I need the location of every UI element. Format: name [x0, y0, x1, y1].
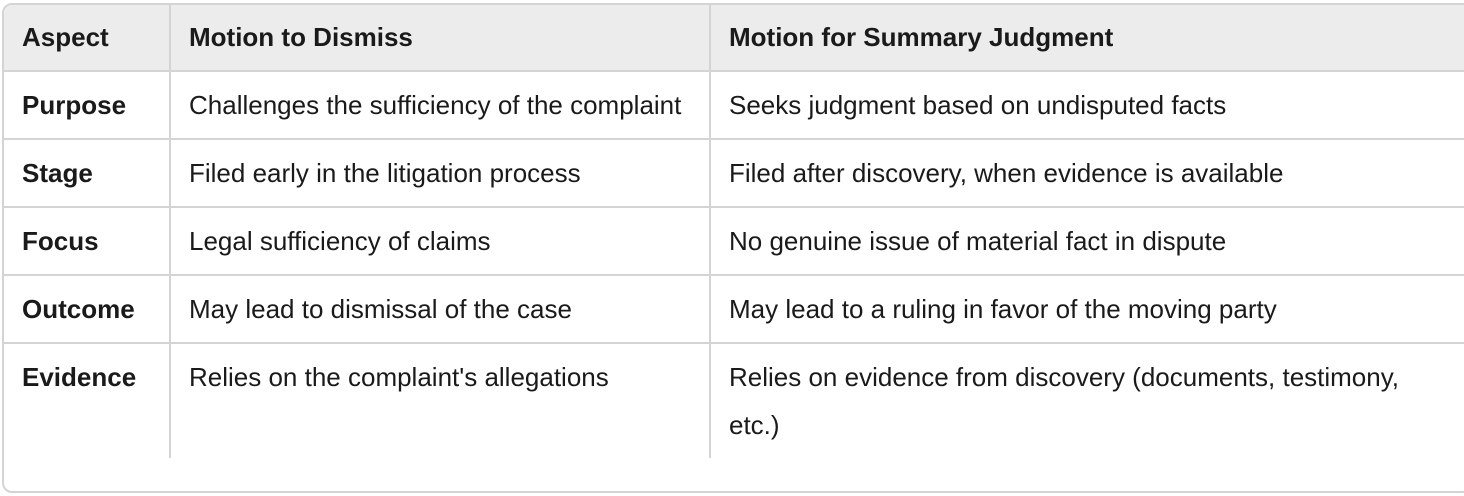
comparison-table: Aspect Motion to Dismiss Motion for Summ… — [4, 5, 1464, 458]
row-summary-judgment: May lead to a ruling in favor of the mov… — [710, 275, 1464, 344]
row-aspect: Outcome — [4, 275, 171, 344]
header-motion-for-summary-judgment: Motion for Summary Judgment — [710, 5, 1464, 72]
row-motion-to-dismiss: Relies on the complaint's allegations — [170, 343, 711, 458]
table-row: Purpose Challenges the sufficiency of th… — [4, 71, 1464, 140]
table-row: Focus Legal sufficiency of claims No gen… — [4, 207, 1464, 276]
table-header: Aspect Motion to Dismiss Motion for Summ… — [4, 5, 1464, 72]
table-row: Evidence Relies on the complaint's alleg… — [4, 343, 1464, 458]
row-motion-to-dismiss: Legal sufficiency of claims — [170, 207, 711, 276]
row-summary-judgment: Seeks judgment based on undisputed facts — [710, 71, 1464, 140]
comparison-table-container: Aspect Motion to Dismiss Motion for Summ… — [2, 3, 1464, 493]
header-aspect: Aspect — [4, 5, 171, 72]
table-row: Outcome May lead to dismissal of the cas… — [4, 275, 1464, 344]
row-motion-to-dismiss: Challenges the sufficiency of the compla… — [170, 71, 711, 140]
row-aspect: Stage — [4, 139, 171, 208]
row-summary-judgment: No genuine issue of material fact in dis… — [710, 207, 1464, 276]
row-aspect: Focus — [4, 207, 171, 276]
table-row: Stage Filed early in the litigation proc… — [4, 139, 1464, 208]
table-body: Purpose Challenges the sufficiency of th… — [4, 71, 1464, 458]
header-row: Aspect Motion to Dismiss Motion for Summ… — [4, 5, 1464, 72]
row-aspect: Evidence — [4, 343, 171, 458]
header-motion-to-dismiss: Motion to Dismiss — [170, 5, 711, 72]
row-summary-judgment: Relies on evidence from discovery (docum… — [729, 362, 1400, 440]
row-aspect: Purpose — [4, 71, 171, 140]
row-motion-to-dismiss: Filed early in the litigation process — [170, 139, 711, 208]
row-summary-judgment: Filed after discovery, when evidence is … — [710, 139, 1464, 208]
row-motion-to-dismiss: May lead to dismissal of the case — [170, 275, 711, 344]
